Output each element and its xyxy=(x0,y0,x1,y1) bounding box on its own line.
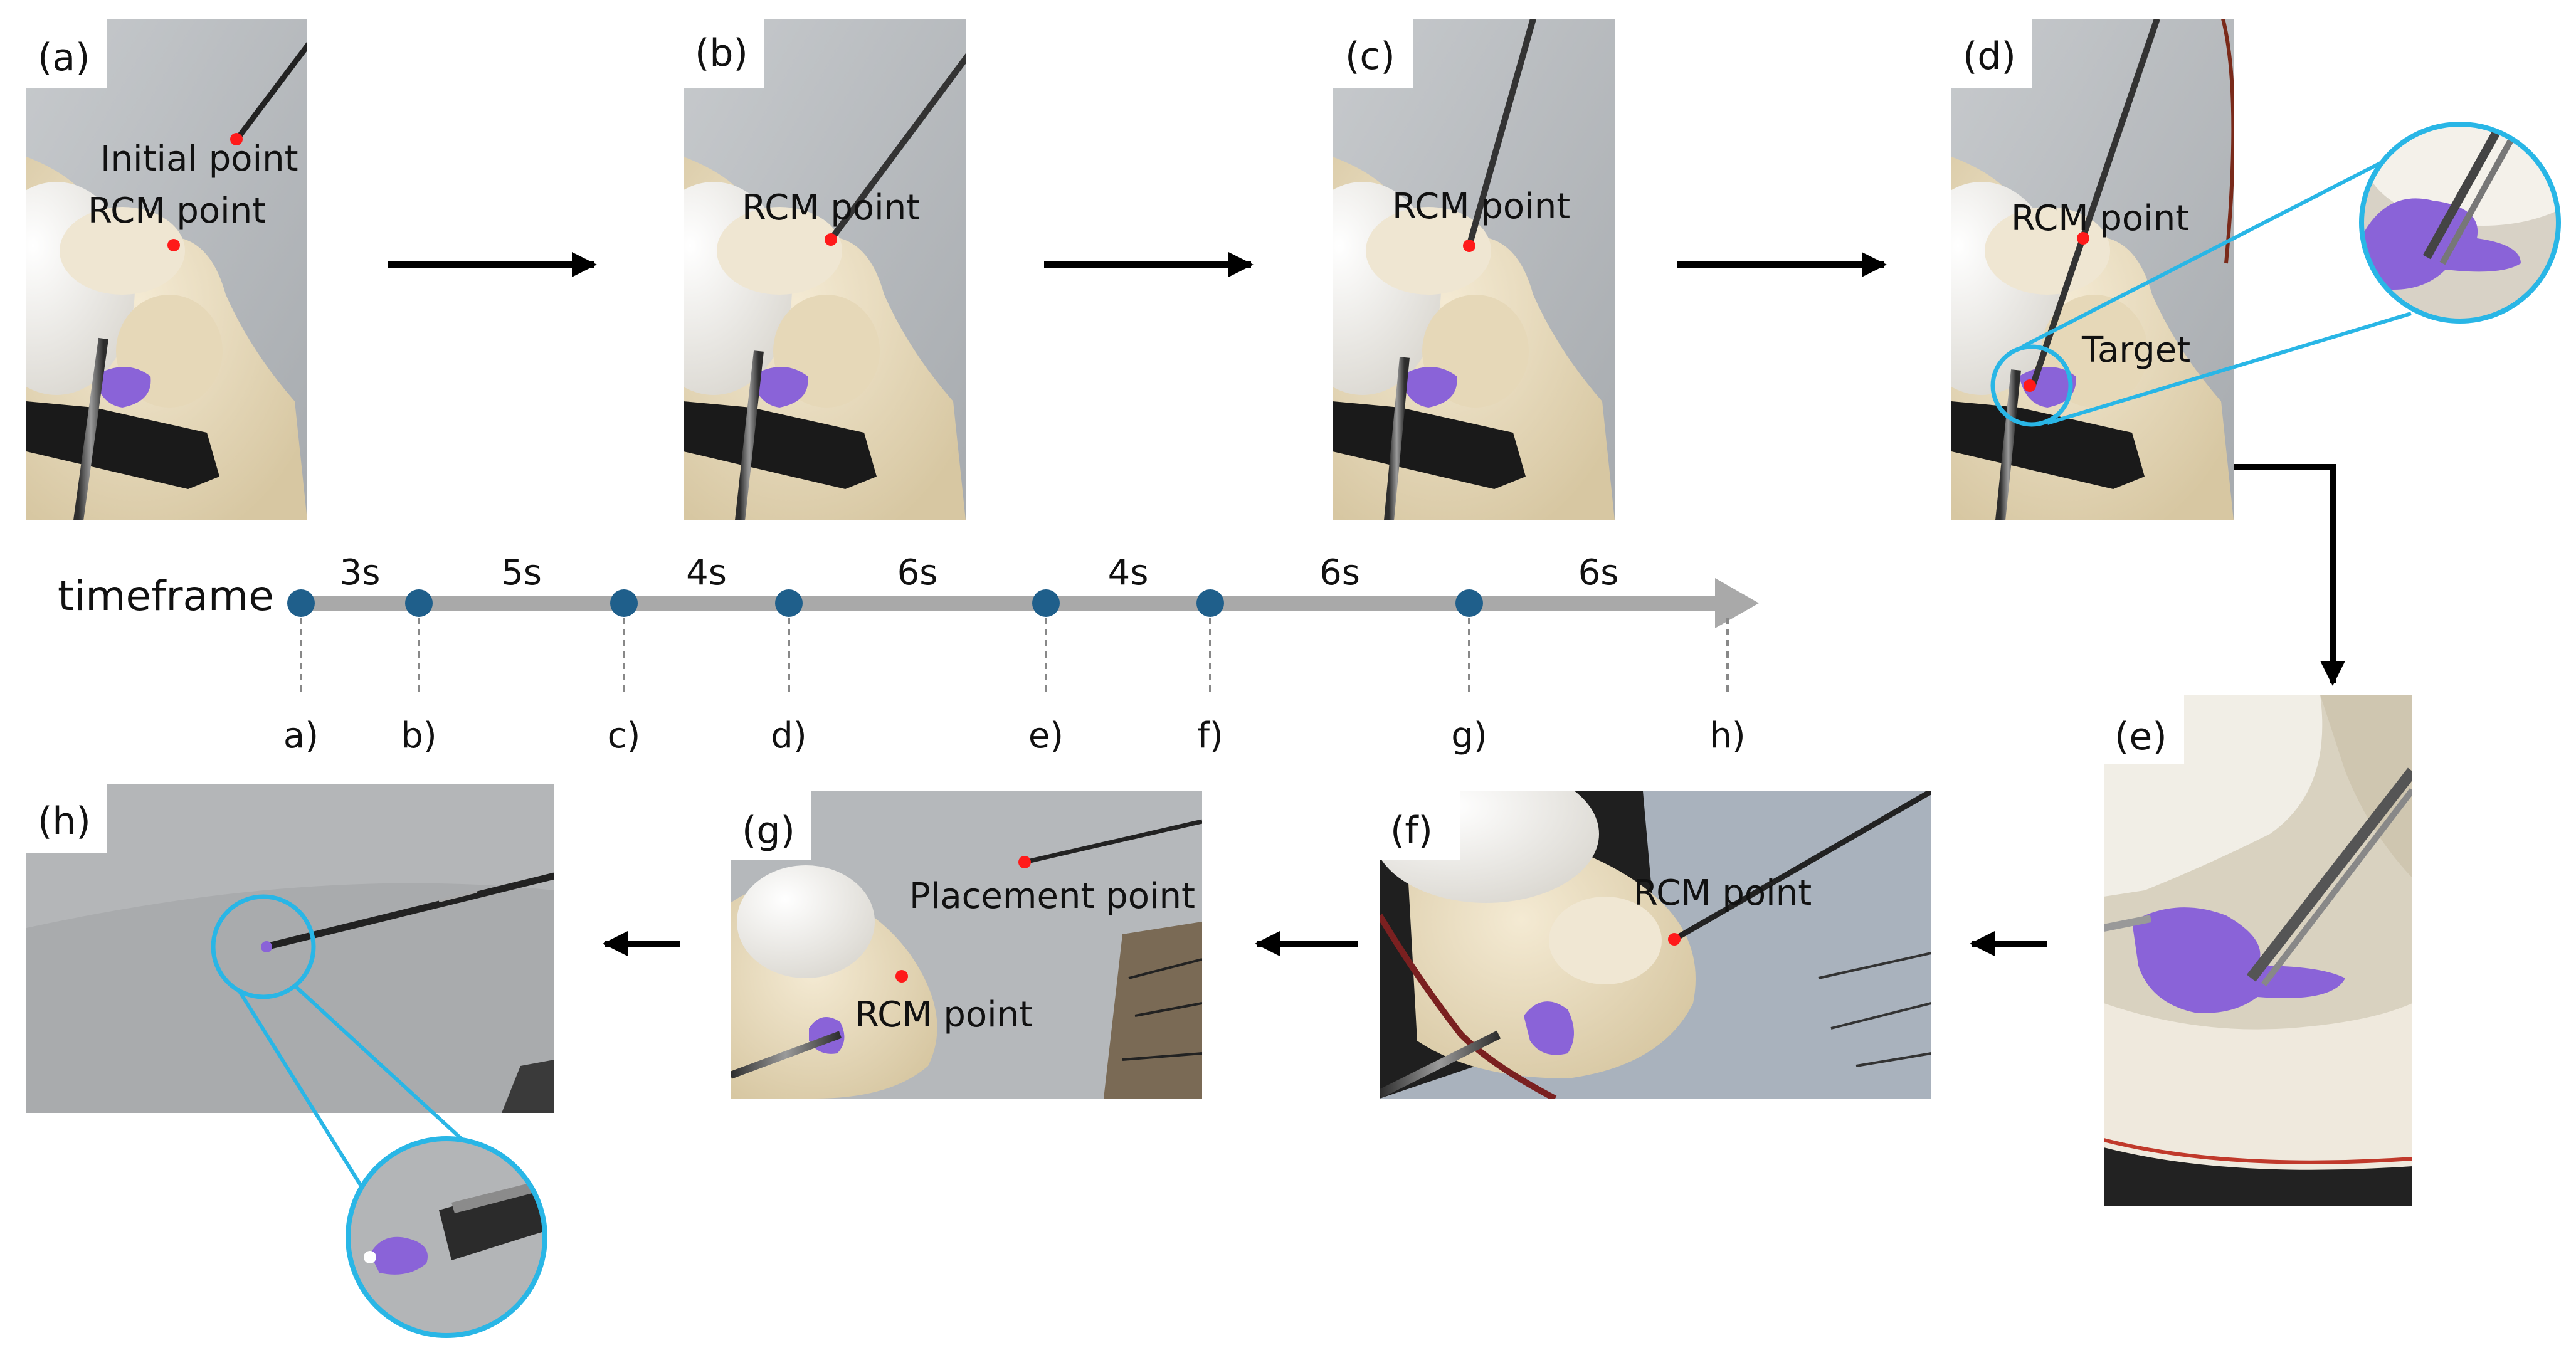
rcm-point-marker xyxy=(825,233,837,246)
panel-e-label-bg xyxy=(2104,695,2184,764)
initial-point-marker xyxy=(230,133,243,145)
timeline-duration-label: 6s xyxy=(1319,552,1360,593)
panel-b-label: (b) xyxy=(695,31,748,75)
timeline-duration-label: 4s xyxy=(1108,552,1149,593)
panel-f-label: (f) xyxy=(1390,809,1433,853)
rcm-point-marker xyxy=(167,239,180,251)
zoom-callout-d xyxy=(1990,122,2561,427)
annotation-rcm-point: RCM point xyxy=(855,994,1033,1035)
panel-e-label: (e) xyxy=(2114,715,2167,759)
timeline-tick-label: a) xyxy=(283,715,319,756)
timeline-node xyxy=(775,589,803,617)
timeline-node xyxy=(1196,589,1224,617)
panel-e xyxy=(2104,695,2412,1206)
annotation-rcm-point: RCM point xyxy=(742,187,920,228)
annotation-rcm-point: RCM point xyxy=(1634,873,1812,914)
panel-b: RCM point xyxy=(684,19,966,520)
timeline-node xyxy=(1455,589,1483,617)
panel-d-label: (d) xyxy=(1963,34,2016,78)
panel-f: RCM point xyxy=(1380,791,1931,1099)
panel-d-label-bg xyxy=(1951,19,2032,88)
timeline-duration-label: 5s xyxy=(501,552,542,593)
rcm-point-marker xyxy=(1463,240,1475,252)
panel-b-label-bg xyxy=(684,19,764,88)
timeline-arrowhead xyxy=(1715,578,1759,628)
panel-h xyxy=(26,784,554,1113)
panel-f-label-bg xyxy=(1380,791,1460,860)
annotation-rcm-point: RCM point xyxy=(2011,198,2189,239)
timeline-tick-label: g) xyxy=(1451,715,1487,756)
panel-c-label-bg xyxy=(1333,19,1413,88)
timeline-duration-label: 4s xyxy=(686,552,727,593)
annotation-rcm-point: RCM point xyxy=(1392,186,1570,227)
panel-a-label: (a) xyxy=(38,36,90,80)
panel-d: RCM point Target xyxy=(1951,19,2234,520)
timeline-tick-label: d) xyxy=(771,715,806,756)
zoom-callout-h xyxy=(211,894,547,1338)
arrow-d-to-e xyxy=(2234,464,2345,686)
panel-a-label-bg xyxy=(26,19,107,88)
timeline-node xyxy=(405,589,433,617)
annotation-target: Target xyxy=(2081,330,2190,371)
timeline-duration-label: 3s xyxy=(340,552,381,593)
timeline-node xyxy=(1032,589,1060,617)
panel-g-label-bg xyxy=(731,791,811,860)
timeline-duration-label: 6s xyxy=(897,552,938,593)
timeline-node xyxy=(610,589,638,617)
flow-arrows xyxy=(388,252,2345,956)
timeline: timeframe 3s 5s 4s 6s 4s 6s 6s a) b) c) d) e) f) g) h) xyxy=(58,552,1759,756)
timeline-tick-label: f) xyxy=(1197,715,1223,756)
timeline-tick-label: c) xyxy=(608,715,641,756)
timeline-node xyxy=(287,589,315,617)
panel-c-label: (c) xyxy=(1345,34,1395,78)
rcm-point-marker xyxy=(895,970,908,983)
timeline-tick-label: b) xyxy=(401,715,436,756)
panel-h-label: (h) xyxy=(38,799,91,843)
target-marker xyxy=(2024,379,2036,392)
timeline-duration-label: 6s xyxy=(1578,552,1619,593)
panel-h-label-bg xyxy=(26,784,107,853)
annotation-rcm-point: RCM point xyxy=(88,191,266,231)
rcm-point-marker xyxy=(1668,933,1681,946)
rcm-point-marker xyxy=(2077,232,2089,245)
panel-a: Initial point RCM point xyxy=(26,19,307,520)
annotation-placement-point: Placement point xyxy=(909,876,1195,917)
timeline-tick-label: h) xyxy=(1709,715,1745,756)
annotation-initial-point: Initial point xyxy=(100,139,298,179)
panel-g-label: (g) xyxy=(742,809,795,853)
panel-c: RCM point xyxy=(1333,19,1615,520)
placement-point-marker xyxy=(1018,856,1031,868)
timeline-tick-label: e) xyxy=(1028,715,1064,756)
timeline-title: timeframe xyxy=(58,572,274,620)
